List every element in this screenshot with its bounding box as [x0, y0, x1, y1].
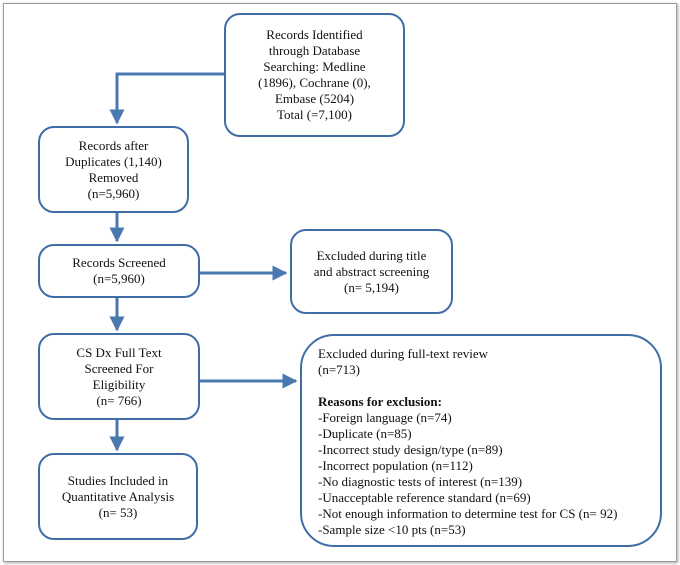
reason-item: -Sample size <10 pts (n=53) [318, 522, 466, 537]
box-line: (n= 53) [98, 504, 138, 520]
excluded-count: (n=713) [318, 362, 360, 377]
box-line: Quantitative Analysis [61, 488, 175, 504]
reason-item: -Foreign language (n=74) [318, 410, 452, 425]
reason-item: -Unacceptable reference standard (n=69) [318, 490, 531, 505]
records-screened-box: Records Screened (n=5,960) [38, 244, 200, 298]
studies-included-box: Studies Included in Quantitative Analysi… [38, 453, 198, 540]
box-line: Searching: Medline [263, 59, 366, 74]
reason-item: -Not enough information to determine tes… [318, 506, 618, 521]
excluded-heading: Excluded during full-text review [318, 346, 489, 361]
box-line: Records Identified [266, 27, 363, 42]
reason-item: -No diagnostic tests of interest (n=139) [318, 474, 523, 489]
records-identified-box: Records Identified through Database Sear… [224, 13, 405, 137]
box-line: through Database [268, 43, 361, 58]
reason-item: -Duplicate (n=85) [318, 426, 412, 441]
box-line: (n= 766) [96, 392, 142, 408]
excluded-title-abstract-box: Excluded during title and abstract scree… [290, 229, 453, 314]
box-line: (n=5,960) [87, 185, 140, 201]
reason-item: -Incorrect study design/type (n=89) [318, 442, 503, 457]
box-line: (n= 5,194) [344, 279, 399, 295]
box-line: Records after [78, 137, 149, 153]
box-line: and abstract screening [313, 263, 430, 279]
box-line: (1896), Cochrane (0), [258, 75, 371, 90]
records-after-duplicates-box: Records after Duplicates (1,140) Removed… [38, 126, 189, 213]
box-line: Records Screened [72, 255, 166, 270]
box-line: Duplicates (1,140) [65, 153, 162, 169]
box-line: Embase (5204) [274, 91, 355, 106]
full-text-screened-box: CS Dx Full Text Screened For Eligibility… [38, 333, 200, 420]
reasons-title: Reasons for exclusion: [318, 394, 442, 409]
box-line: (n=5,960) [93, 271, 145, 286]
box-line: Removed [88, 169, 139, 185]
box-line: CS Dx Full Text [76, 344, 162, 360]
arrow-identified-to-after-duplicates [109, 72, 224, 125]
excluded-full-text-box: Excluded during full-text review (n=713)… [300, 334, 662, 547]
box-line: Excluded during title [316, 247, 427, 263]
box-line: Screened For [84, 360, 154, 376]
box-line: Total (=7,100) [276, 107, 353, 122]
box-line: Studies Included in [67, 472, 169, 488]
box-line: Eligibility [92, 376, 146, 392]
reason-item: -Incorrect population (n=112) [318, 458, 473, 473]
